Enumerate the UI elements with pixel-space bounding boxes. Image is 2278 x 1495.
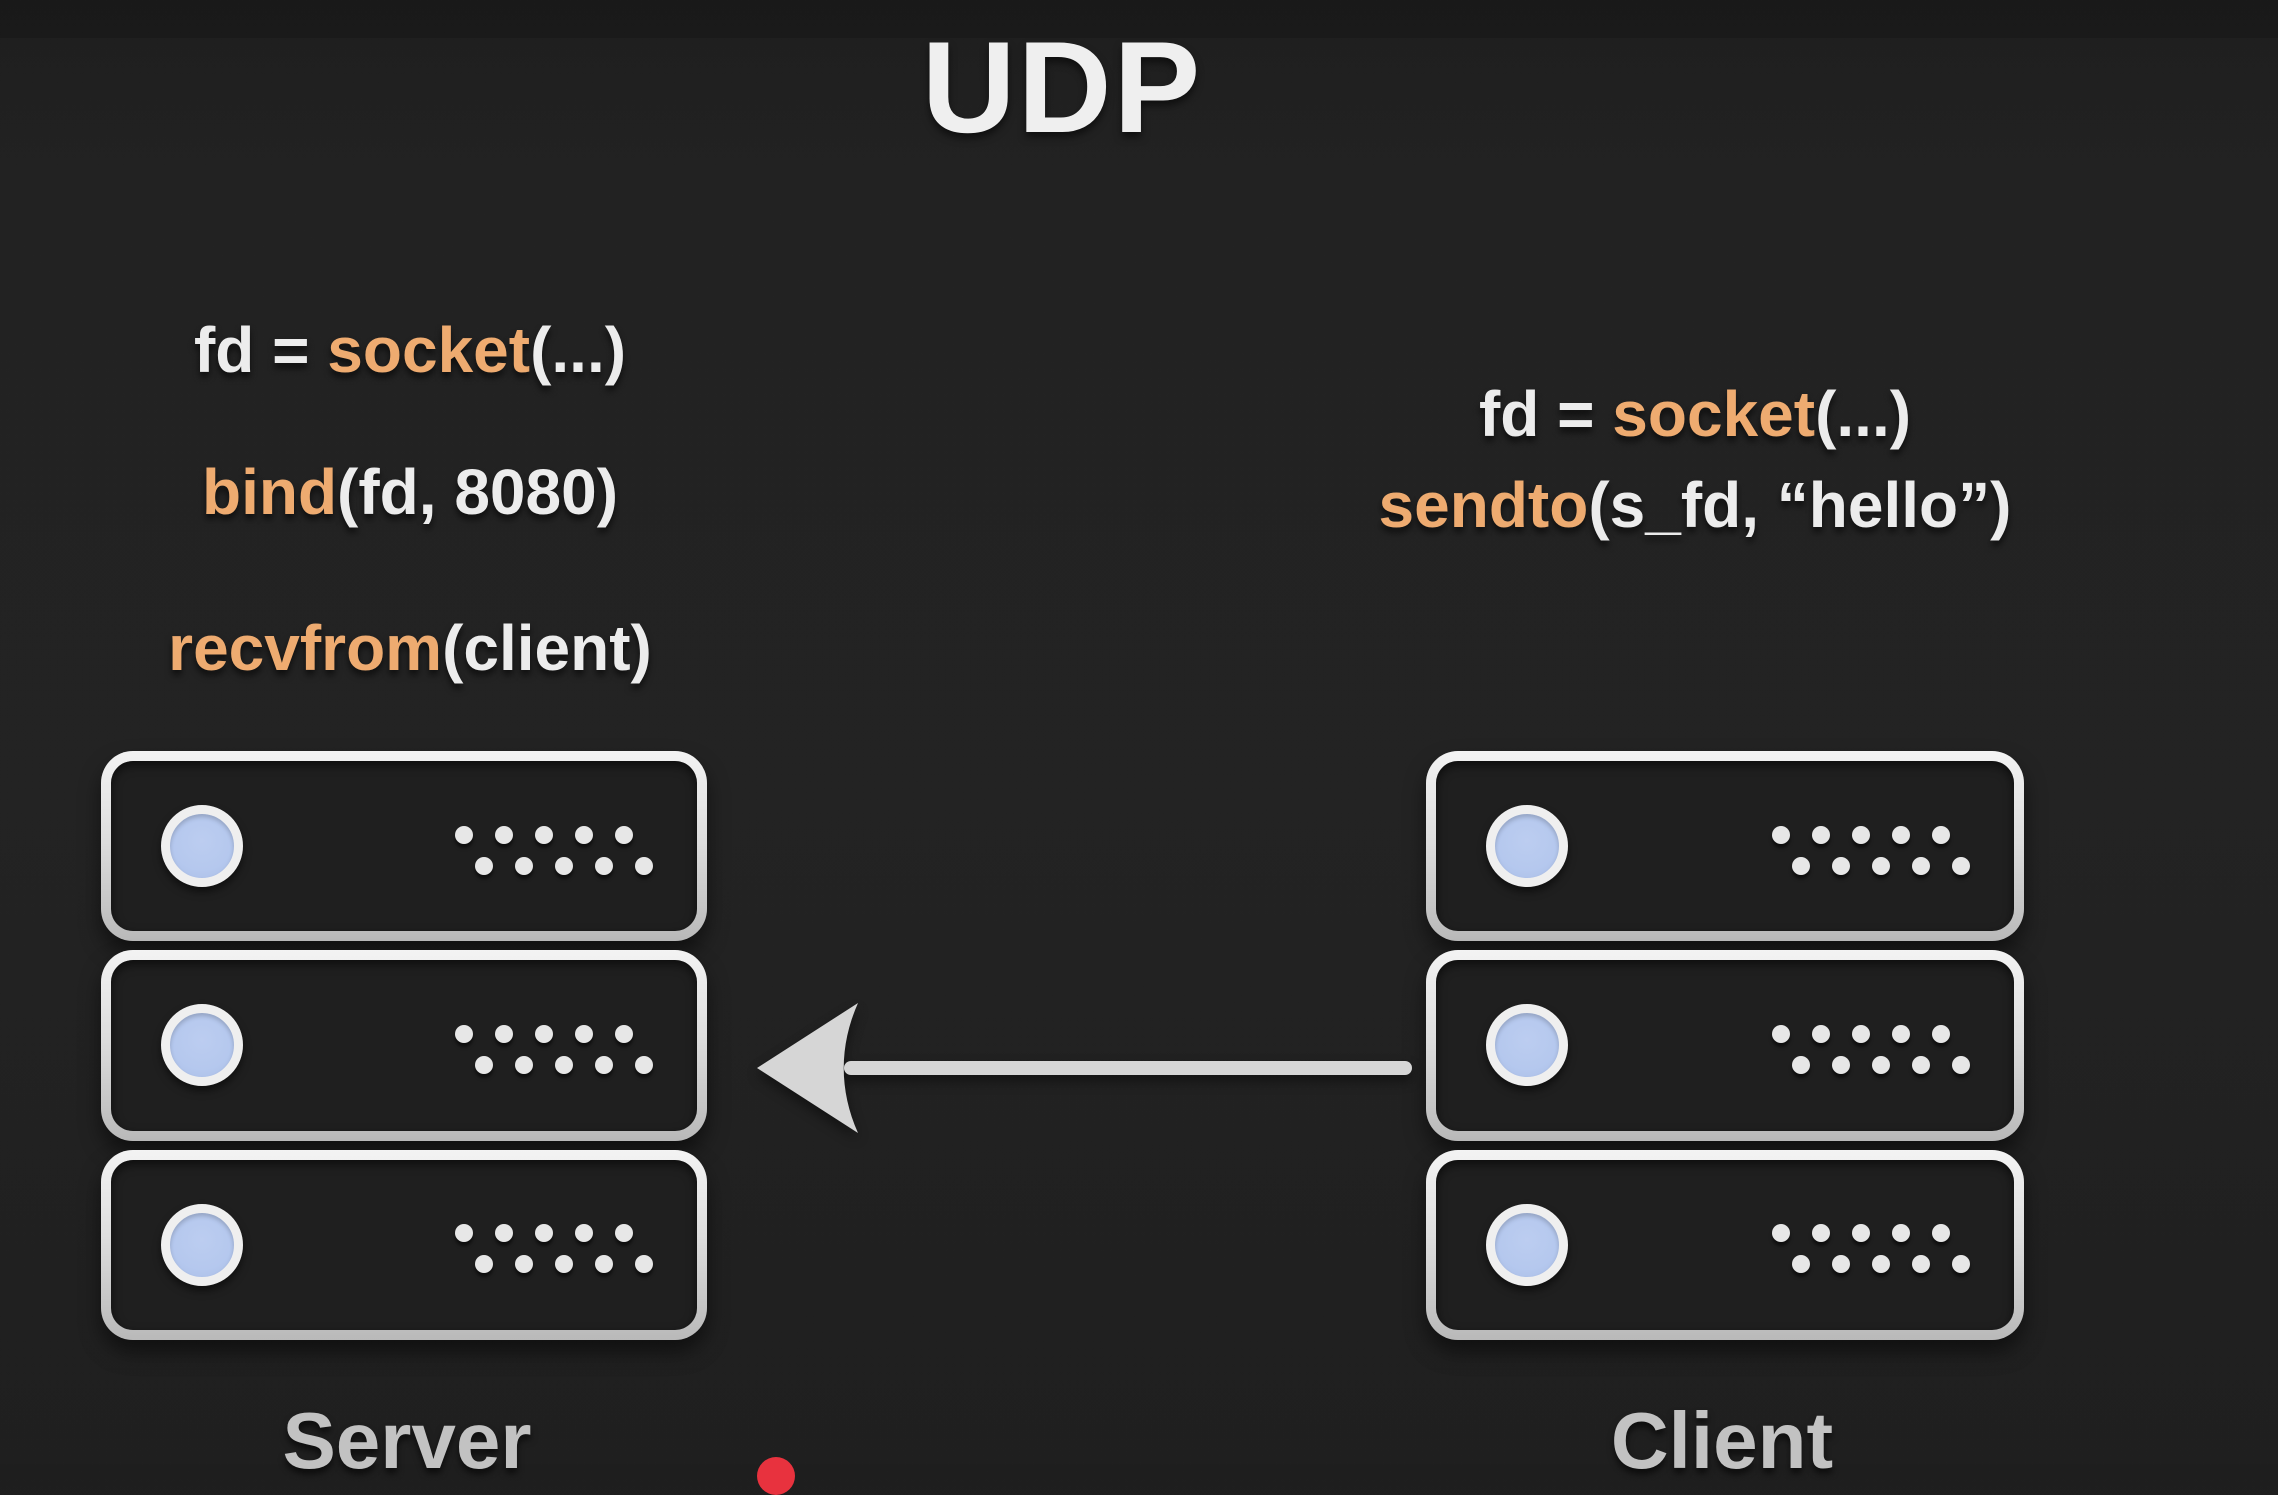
code-function: bind bbox=[201, 456, 338, 528]
red-pointer-dot bbox=[757, 1457, 795, 1495]
led-circle-icon bbox=[1486, 1203, 1568, 1286]
code-line: recvfrom(client) bbox=[60, 603, 760, 693]
code-function: recvfrom bbox=[168, 612, 443, 684]
server-rack-unit bbox=[1426, 1149, 2024, 1340]
client-rack-icon bbox=[1426, 751, 2024, 1340]
code-function: socket bbox=[1612, 378, 1816, 450]
code-text: (fd, 8080) bbox=[337, 456, 619, 528]
code-text: (client) bbox=[442, 612, 652, 684]
vent-dots-icon bbox=[455, 1224, 653, 1274]
vent-dots-icon bbox=[1772, 825, 1970, 875]
led-circle-icon bbox=[161, 1203, 243, 1286]
code-function: socket bbox=[327, 314, 531, 386]
rack-unit-face bbox=[111, 761, 697, 932]
top-shade-band bbox=[0, 0, 2278, 38]
led-circle-icon bbox=[1486, 1004, 1568, 1087]
server-rack-unit bbox=[101, 751, 707, 942]
led-circle-icon bbox=[161, 1004, 243, 1087]
rack-unit-face bbox=[111, 960, 697, 1131]
code-text: (...) bbox=[530, 314, 627, 386]
slide-title: UDP bbox=[921, 14, 1203, 160]
rack-unit-face bbox=[1436, 1159, 2014, 1330]
code-text: (...) bbox=[1815, 378, 1912, 450]
code-line: fd = socket(...) bbox=[60, 305, 760, 395]
client-label: Client bbox=[1610, 1396, 1834, 1485]
vent-dots-icon bbox=[455, 825, 653, 875]
code-line: sendto(s_fd, “hello”) bbox=[1290, 460, 2100, 550]
vent-dots-icon bbox=[1772, 1024, 1970, 1074]
vent-dots-icon bbox=[455, 1024, 653, 1074]
vent-dots-icon bbox=[1772, 1224, 1970, 1274]
led-circle-icon bbox=[161, 805, 243, 888]
arrow-left-icon bbox=[757, 1003, 1412, 1133]
led-circle-icon bbox=[1486, 805, 1568, 888]
code-text: (s_fd, “hello”) bbox=[1588, 469, 2012, 541]
code-text: fd = bbox=[1478, 378, 1613, 450]
server-rack-unit bbox=[101, 950, 707, 1141]
rack-unit-face bbox=[111, 1159, 697, 1330]
server-rack-icon bbox=[101, 751, 707, 1340]
server-label: Server bbox=[282, 1396, 532, 1485]
rack-unit-face bbox=[1436, 761, 2014, 932]
server-rack-unit bbox=[1426, 950, 2024, 1141]
server-rack-unit bbox=[101, 1149, 707, 1340]
rack-unit-face bbox=[1436, 960, 2014, 1131]
code-line: bind(fd, 8080) bbox=[60, 447, 760, 537]
code-function: sendto bbox=[1378, 469, 1589, 541]
code-line: fd = socket(...) bbox=[1290, 369, 2100, 459]
server-rack-unit bbox=[1426, 751, 2024, 942]
code-text: fd = bbox=[193, 314, 328, 386]
